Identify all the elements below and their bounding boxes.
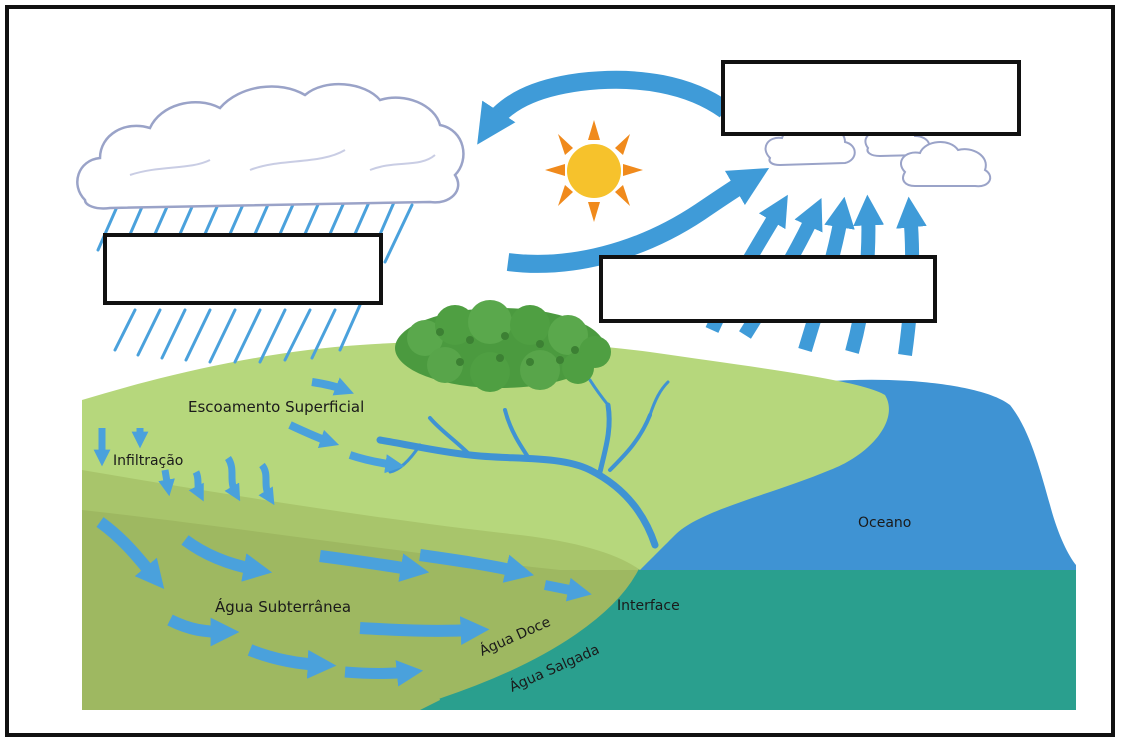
tree-icon xyxy=(395,300,611,392)
cloud-icon xyxy=(76,82,465,210)
flow-arrows xyxy=(93,377,592,687)
condensation-box[interactable] xyxy=(721,60,1021,136)
evaporation-box[interactable] xyxy=(599,255,937,323)
runoff-label: Escoamento Superficial xyxy=(188,398,364,416)
interface-label: Interface xyxy=(617,598,680,614)
ocean-label: Oceano xyxy=(858,515,911,531)
cloud-shading xyxy=(129,149,436,176)
precipitation-box[interactable] xyxy=(103,233,383,305)
infiltration-label: Infiltração xyxy=(113,453,183,469)
sun-icon xyxy=(545,120,643,222)
groundwater-label: Água Subterrânea xyxy=(215,597,351,616)
small-clouds xyxy=(764,124,992,188)
